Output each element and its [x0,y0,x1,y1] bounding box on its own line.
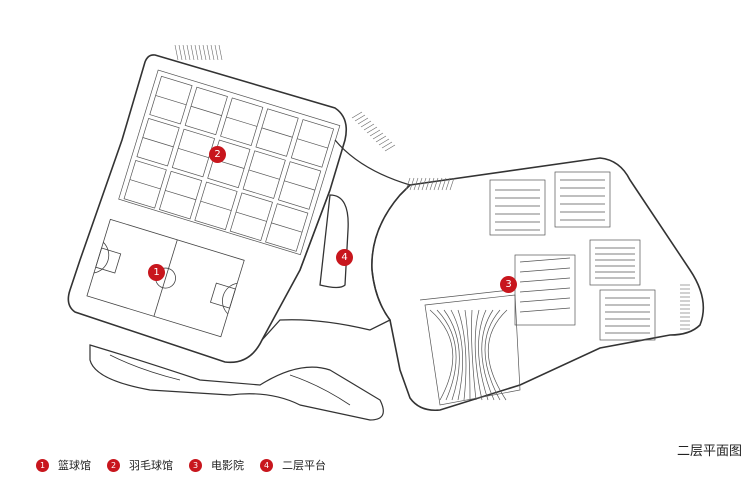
hatch-line [429,177,435,191]
hatch-line [409,177,415,191]
seat-row [481,309,495,401]
hatch-line [375,135,387,143]
hatch-line [174,44,179,61]
hatch-line [369,129,381,137]
seat-row [443,309,460,401]
hatch-line [433,177,439,191]
hatch-line [186,44,191,61]
hatch-line [437,177,443,191]
hatch-line [182,44,187,61]
court-net [271,222,303,233]
marker-number: 3 [505,279,512,290]
basketball-court [86,218,245,338]
court-net [178,147,209,159]
seat-row [519,267,571,273]
legend-item: 1 篮球馆 [36,457,91,473]
sports-wing-outline [67,54,348,364]
legend-label: 电影院 [211,459,244,472]
legend-dot: 2 [107,458,120,472]
hatch-line [421,177,427,191]
hatch-line [206,44,211,61]
hatch-line [190,44,195,61]
ramps [89,344,384,421]
hatch-line [366,126,378,134]
marker-number: 4 [341,252,348,263]
legend-label: 二层平台 [282,459,326,472]
legend-label: 羽毛球馆 [129,459,173,472]
court-net [261,127,293,138]
hatch-line [405,177,411,191]
court-net [142,137,174,148]
seat-row [519,307,571,313]
court-net [284,180,316,191]
hatch-line [384,144,396,152]
hatch-line [378,138,390,146]
badminton-courts [118,69,341,256]
hatch-line [351,111,363,119]
marker-number: 1 [153,267,160,278]
legend-dot: 4 [260,458,273,472]
seat-row [464,309,471,401]
hatch-line [178,44,183,61]
court-net [297,138,328,149]
hatch-line [417,177,423,191]
seat-row [484,309,501,401]
hatch-line [372,132,384,140]
legend: 1 篮球馆 2 羽毛球馆 3 电影院 4 二层平台 [36,457,342,473]
cinema-wing-outline [371,157,705,412]
hatch-line [425,177,431,191]
legend-item: 2 羽毛球馆 [107,457,173,473]
court-net [235,211,267,222]
marker-cinema: 3 [500,276,517,293]
marker-badminton: 2 [209,146,226,163]
hatch-line [218,44,223,61]
hatch-line [413,177,419,191]
hatch-line [194,44,199,61]
hatch-line [198,44,203,61]
seat-row [519,257,571,263]
legend-dot: 3 [189,458,202,472]
hatch-line [381,141,393,149]
hatch-line [441,177,447,191]
court-net [200,200,232,211]
legend-label: 篮球馆 [58,459,91,472]
legend-item: 4 二层平台 [260,457,326,473]
seat-row [471,309,477,401]
legend-dot: 1 [36,458,49,472]
seat-row [488,309,508,401]
seat-row [429,309,454,401]
hatch-line [354,114,366,122]
seat-row [450,309,463,401]
seat-row [474,309,483,401]
court-net [129,179,161,190]
seat-row [478,309,489,401]
marker-number: 2 [214,149,221,160]
seat-row [436,309,457,401]
hatch-line [360,120,372,128]
seat-row [519,277,571,283]
court-net [155,95,187,106]
drawing-title: 二层平面图 [677,444,743,459]
hatch-line [357,117,369,125]
marker-basketball: 1 [148,264,165,281]
legend-item: 3 电影院 [189,457,244,473]
court-net [190,105,222,116]
hatch-line [210,44,215,61]
seat-row [519,297,571,303]
hatch-line [445,177,451,191]
hatch-line [449,177,455,191]
seat-row [457,309,467,401]
hatch-line [202,44,207,61]
hatch-line [363,123,375,131]
seat-row [519,287,571,293]
court-net [226,116,258,127]
court-net [248,169,280,180]
court-net [165,190,196,201]
marker-platform: 4 [336,249,353,266]
hatch-line [214,44,219,61]
